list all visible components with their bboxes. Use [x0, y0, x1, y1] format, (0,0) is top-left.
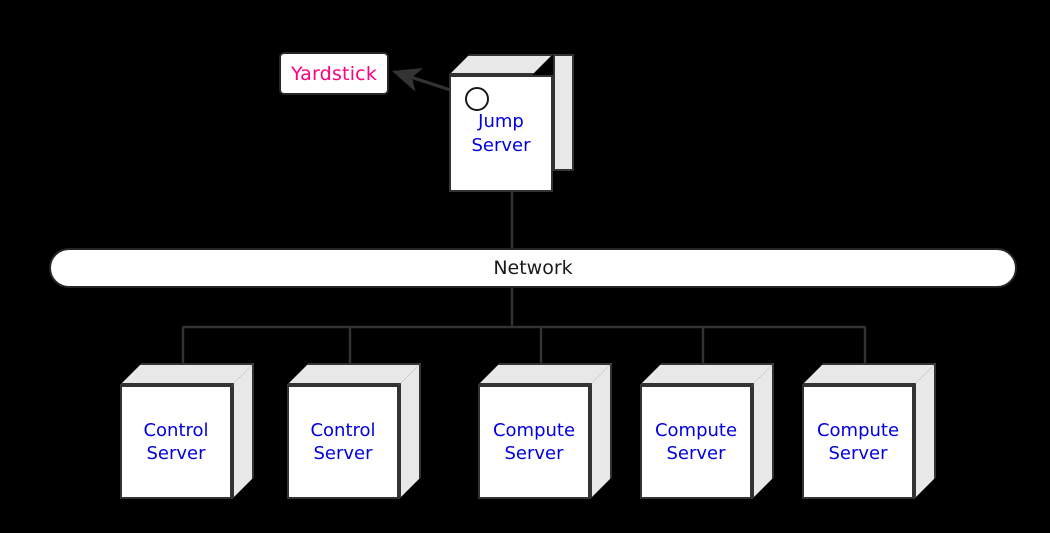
network-bus-bar[interactable]: Network [49, 248, 1017, 288]
compute-server-2-label-line1: Compute [654, 419, 738, 441]
jump-server-side-face [553, 54, 574, 171]
jump-server-interface-circle-icon [465, 87, 489, 111]
yardstick-label: Yardstick [290, 62, 378, 85]
compute-server-2-front-face: Compute Server [640, 385, 752, 499]
compute-server-3-side-face [914, 363, 936, 499]
network-label: Network [493, 257, 573, 279]
compute-server-1-label-line1: Compute [492, 419, 576, 441]
control-server-1-label-line2: Server [146, 443, 206, 464]
control-server-1-label-line1: Control [143, 419, 209, 441]
control-server-1-front-face: Control Server [120, 385, 232, 499]
compute-server-3-label-line2: Server [828, 443, 888, 464]
compute-server-3-top-face [802, 363, 936, 385]
compute-server-2-label-line2: Server [666, 443, 726, 464]
compute-server-1-label-line2: Server [504, 443, 564, 464]
compute-server-1-front-face: Compute Server [478, 385, 590, 499]
compute-server-3-front-face: Compute Server [802, 385, 914, 499]
yardstick-label-box[interactable]: Yardstick [279, 52, 389, 95]
control-server-2-label-line2: Server [313, 443, 373, 464]
jump-server-label-line2: Server [471, 134, 531, 156]
compute-server-3-label-line1: Compute [816, 419, 900, 441]
control-server-2-label-line1: Control [310, 419, 376, 441]
control-server-2-front-face: Control Server [287, 385, 399, 499]
jump-server-label-line1: Jump [478, 111, 524, 133]
